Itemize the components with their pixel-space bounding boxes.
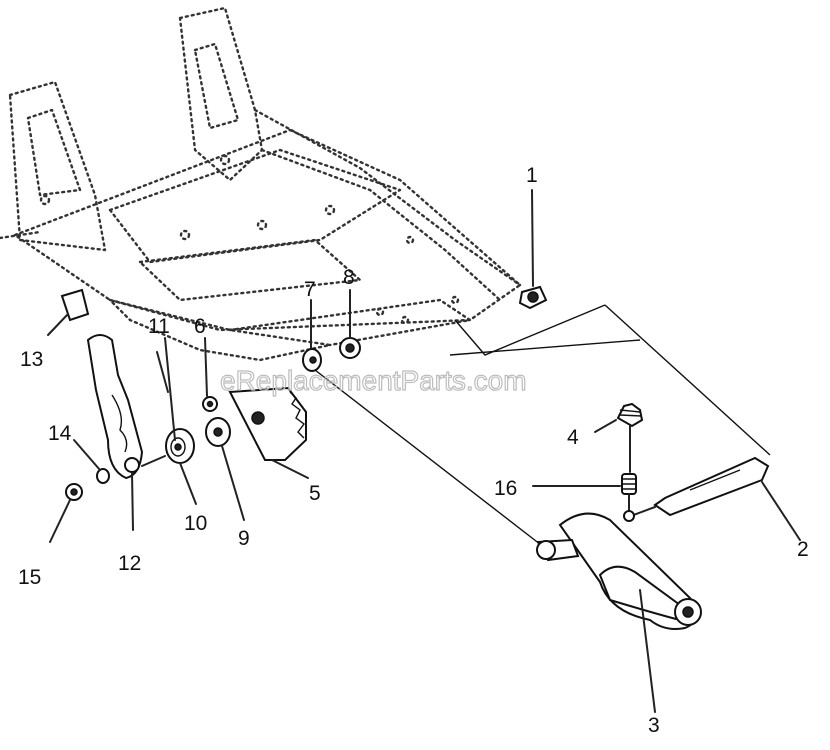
callout-7: 7 [304,278,316,301]
part-15-nut [65,483,83,501]
part-3-linkage [536,512,702,630]
callout-15: 15 [18,566,41,589]
part-6-washer [202,396,218,412]
part-5-quadrant [228,386,307,461]
part-1-nut [518,285,548,310]
part-10-bushing [165,428,195,464]
part-2-turnbuckle [627,456,770,518]
callout-12: 12 [118,552,141,575]
part-9-washer [205,417,231,447]
callout-6: 6 [194,315,206,338]
part-13-grip [60,288,90,322]
cable-lines [314,304,771,549]
callout-2: 2 [797,538,809,561]
leader-lines [47,189,801,713]
callout-4: 4 [567,426,579,449]
frame-assembly [0,6,522,362]
callout-8: 8 [343,266,355,289]
part-11-pin [156,351,169,393]
part-4-knob [616,402,644,473]
callout-13: 13 [20,348,43,371]
callout-5: 5 [309,482,321,505]
callout-3: 3 [648,714,660,737]
callout-labels: 1 2 3 4 5 6 7 8 9 10 11 12 13 14 15 16 [18,164,809,737]
callout-10: 10 [184,512,207,535]
callout-16: 16 [494,477,517,500]
callout-1: 1 [526,164,538,187]
part-16-spring [621,473,637,522]
part-8-nut [339,337,361,359]
callout-14: 14 [48,422,72,445]
callout-11: 11 [148,315,170,338]
callout-9: 9 [238,527,250,550]
part-12-lever [86,334,166,480]
part-7-washer [302,348,322,372]
watermark-text: eReplacementParts.com [220,365,527,396]
part-14-washer [96,468,110,484]
